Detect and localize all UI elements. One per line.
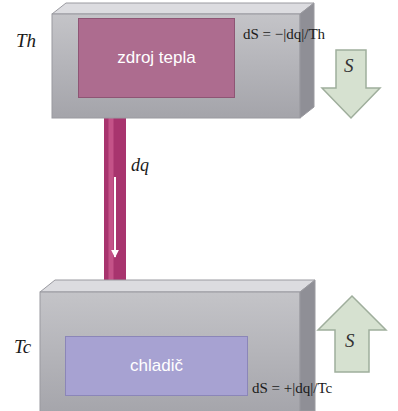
block-top-face [40,280,315,292]
block-side-face [300,3,314,118]
temperature-label: Tc [14,336,31,358]
entropy-symbol: S [345,330,355,352]
node-title: chladič [130,356,183,376]
entropy-arrow-up [318,296,386,372]
node-title: zdroj tepla [117,48,195,68]
heat-flow-arrow [114,177,116,257]
heat-reservoir-box: zdroj tepla [78,18,235,98]
entropy-formula: dS = −|dq|/Th [243,26,325,43]
heat-reservoir-box: chladič [65,336,248,396]
block-top-face [52,3,314,14]
entropy-formula: dS = +|dq|/Tc [252,380,332,397]
edge-label: dq [131,155,149,176]
temperature-label: Th [16,30,36,52]
entropy-arrow-down [322,50,380,118]
entropy-symbol: S [344,55,354,77]
